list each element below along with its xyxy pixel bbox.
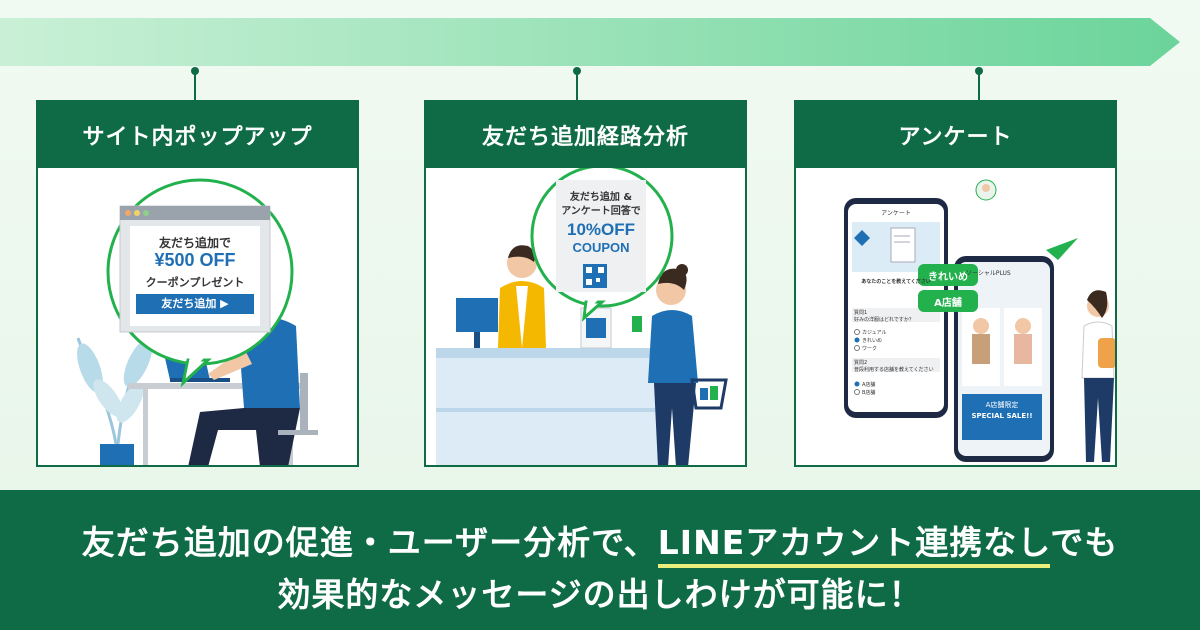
popup-line3: クーポンプレゼント xyxy=(145,276,245,289)
connector-2 xyxy=(576,70,578,101)
q1-label: 質問1 xyxy=(854,310,868,316)
sale-top: A店舗限定 xyxy=(985,401,1019,409)
card-illustration-route: 友だち追加 & アンケート回答で 10%OFF COUPON xyxy=(426,164,745,465)
card-illustration-popup: 友だち追加で ¥500 OFF クーポンプレゼント 友だち追加 ▶ xyxy=(38,168,357,465)
card-survey: アンケート xyxy=(794,100,1117,467)
q2-option-2[interactable]: B店舗 xyxy=(862,390,876,396)
q1-text: 好みの洋服はどれですか？ xyxy=(854,317,914,323)
q1-option-2[interactable]: きれいめ xyxy=(862,338,883,344)
card-title: アンケート xyxy=(796,102,1115,168)
poster-bubble xyxy=(530,164,674,322)
footer-line-2: 効果的なメッセージの出しわけが可能に！ xyxy=(277,575,923,614)
plant-illustration xyxy=(76,337,153,465)
connector-dot-1 xyxy=(191,67,199,75)
connector-dot-3 xyxy=(975,67,983,75)
footer-line-1: 友だち追加の促進・ユーザー分析で、LINEアカウント連携なしでも xyxy=(0,516,1200,568)
popup-line1: 友だち追加で xyxy=(158,236,231,250)
survey-bubble-1: きれいめ xyxy=(928,272,968,283)
card-illustration-survey: きれいめ A店舗 アンケート あなたのことを教えてください 質問1 好みの洋服は… xyxy=(796,168,1115,465)
left-phone-question-title: あなたのことを教えてください xyxy=(861,279,931,285)
popup-price: ¥500 OFF xyxy=(154,250,236,270)
footer-line1-b: でも xyxy=(1050,523,1119,562)
connector-1 xyxy=(194,70,196,101)
footer-highlight: LINEアカウント連携なし xyxy=(657,523,1051,568)
q2-text: 普段利用する店舗を教えてください xyxy=(854,367,934,373)
left-phone-header: アンケート xyxy=(881,210,911,217)
poster-coupon: COUPON xyxy=(572,240,630,255)
sale-main: SPECIAL SALE!! xyxy=(971,412,1033,420)
card-site-popup: サイト内ポップアップ xyxy=(36,100,359,467)
store-scene xyxy=(436,164,728,465)
q1-option-1[interactable]: カジュアル xyxy=(862,330,887,336)
card-friend-route-analysis: 友だち追加経路分析 xyxy=(424,100,747,467)
poster-line1: 友だち追加 & xyxy=(569,192,633,203)
survey-scene xyxy=(844,179,1115,462)
footer-banner: 友だち追加の促進・ユーザー分析で、LINEアカウント連携なしでも 効果的なメッセ… xyxy=(0,490,1200,630)
q1-option-3[interactable]: ワーク xyxy=(862,346,878,352)
poster-line2: アンケート回答で xyxy=(561,206,641,217)
card-title: サイト内ポップアップ xyxy=(38,102,357,168)
right-phone-header: ソーシャルPLUS xyxy=(966,270,1011,277)
connector-3 xyxy=(978,70,980,101)
poster-discount: 10%OFF xyxy=(566,220,636,239)
card-title: 友だち追加経路分析 xyxy=(426,102,745,168)
q2-label: 質問2 xyxy=(854,360,868,366)
popup-scene xyxy=(76,178,318,465)
timeline-arrow xyxy=(0,18,1180,66)
q2-option-1[interactable]: A店舗 xyxy=(862,382,876,388)
survey-bubble-2: A店舗 xyxy=(934,298,962,309)
popup-add-friend-button[interactable]: 友だち追加 ▶ xyxy=(136,294,254,314)
connector-dot-2 xyxy=(573,67,581,75)
footer-line1-a: 友だち追加の促進・ユーザー分析で、 xyxy=(81,523,658,562)
